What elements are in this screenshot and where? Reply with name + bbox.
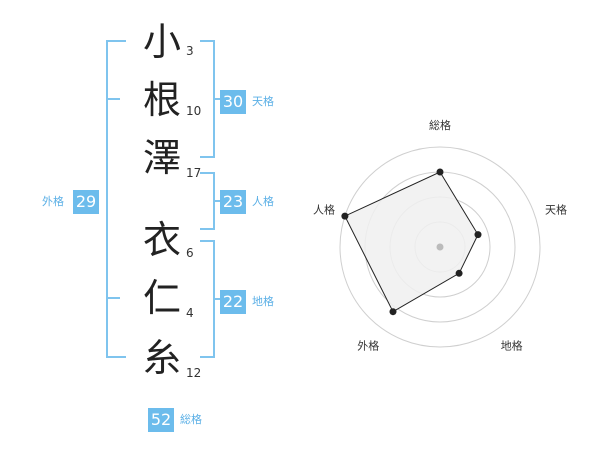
name-char-2: 根	[142, 78, 181, 122]
radar-axis-label: 外格	[357, 339, 379, 353]
chikaku-bracket	[200, 240, 215, 358]
gaikaku-value: 29	[73, 190, 99, 214]
radar-series-polygon	[344, 171, 479, 313]
name-char-1: 小	[142, 20, 181, 64]
soukaku-label: 総格	[180, 413, 202, 426]
bracket-tick	[106, 98, 120, 100]
radar-grid-ring	[339, 146, 541, 348]
chikaku-value: 22	[220, 290, 246, 314]
chikaku-label: 地格	[252, 295, 274, 308]
name-char-3: 澤	[142, 136, 181, 180]
radar-axis-label: 地格	[501, 339, 523, 353]
stroke-count-4: 6	[186, 246, 194, 260]
radar-axis-label: 天格	[545, 202, 567, 216]
radar-axis-label: 人格	[313, 202, 335, 216]
radar-data-point	[341, 212, 349, 220]
stroke-count-1: 3	[186, 44, 194, 58]
soukaku-value: 52	[148, 408, 174, 432]
radar-data-point	[455, 269, 463, 277]
bracket-tick	[214, 98, 222, 100]
radar-data-point	[389, 308, 397, 316]
gaikaku-bracket	[106, 40, 126, 358]
tenkaku-label: 天格	[252, 95, 274, 108]
name-char-6: 糸	[142, 336, 181, 380]
stroke-count-3: 17	[186, 166, 202, 180]
jinkaku-value: 23	[220, 190, 246, 214]
name-char-4: 衣	[142, 218, 181, 262]
stroke-count-6: 12	[186, 366, 202, 380]
radar-center-dot	[436, 243, 444, 251]
bracket-tick	[214, 298, 222, 300]
stroke-count-5: 4	[186, 306, 194, 320]
tenkaku-value: 30	[220, 90, 246, 114]
stroke-count-2: 10	[186, 104, 202, 118]
radar-data-point	[436, 168, 444, 176]
gaikaku-label: 外格	[42, 195, 64, 208]
jinkaku-label: 人格	[252, 195, 274, 208]
tenkaku-bracket	[200, 40, 215, 158]
jinkaku-bracket	[200, 172, 215, 230]
bracket-tick	[214, 200, 222, 202]
bracket-tick	[106, 297, 120, 299]
radar-data-point	[474, 231, 482, 239]
radar-axis-label: 総格	[429, 118, 451, 132]
name-char-5: 仁	[142, 276, 181, 320]
